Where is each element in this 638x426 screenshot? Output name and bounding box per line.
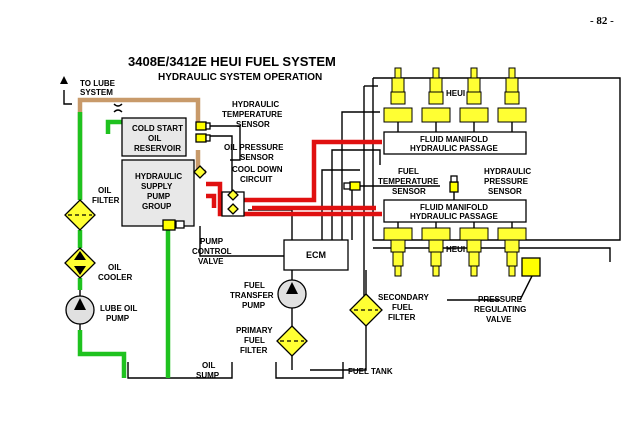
to-lube-label-2: SYSTEM [80, 88, 113, 97]
heui-injector-bottom [459, 222, 489, 277]
secondary-fuel-filter [349, 293, 383, 327]
manifold-bot-label-2: HYDRAULIC PASSAGE [410, 212, 499, 221]
fuel-temp-label-3: SENSOR [392, 187, 426, 196]
hyd-supply-label-3: PUMP [147, 192, 171, 201]
hydraulic-temperature-sensor [195, 121, 207, 131]
supply-oil-lines [77, 112, 171, 378]
check-valve-upper [227, 189, 239, 201]
hyd-press-connector [450, 175, 458, 183]
regulating-label-1: PRESSURE [478, 295, 523, 304]
orifice-icon [113, 103, 123, 113]
hyd-temp-label-2: TEMPERATURE [222, 110, 283, 119]
hyd-temp-connector [205, 122, 211, 130]
heui-injectors-top [383, 67, 527, 132]
heui-top-label: HEUI [446, 89, 465, 98]
cold-start-label-1: COLD START [132, 124, 183, 133]
regulating-label-2: REGULATING [474, 305, 526, 314]
manifold-top-label-1: FLUID MANIFOLD [420, 135, 488, 144]
heui-injector-bottom [421, 222, 451, 277]
heui-injector-bottom [497, 222, 527, 277]
diagram-subtitle: HYDRAULIC SYSTEM OPERATION [158, 72, 322, 83]
cool-down-valve [193, 165, 207, 179]
cold-start-oil-reservoir [121, 117, 187, 157]
hyd-press-label-2: PRESSURE [484, 177, 529, 186]
to-lube-label-1: TO LUBE [80, 79, 116, 88]
fuel-transfer-label-3: PUMP [242, 301, 266, 310]
secondary-label-1: SECONDARY [378, 293, 429, 302]
cold-start-label-2: OIL [148, 134, 161, 143]
pump-ctrl-label-2: CONTROL [192, 247, 232, 256]
manifold-bot-label-1: FLUID MANIFOLD [420, 203, 488, 212]
oil-cooler-label-2: COOLER [98, 273, 132, 282]
secondary-label-2: FUEL [392, 303, 413, 312]
cool-down-label-1: COOL DOWN [232, 165, 283, 174]
hyd-press-label-3: SENSOR [488, 187, 522, 196]
heui-injector-top [497, 67, 527, 132]
lube-pump-label-1: LUBE OIL [100, 304, 137, 313]
oil-filter-label-1: OIL [98, 186, 111, 195]
hyd-supply-label-1: HYDRAULIC [135, 172, 182, 181]
oil-cooler-arrow-down-icon [74, 266, 86, 275]
heui-injector-bottom [383, 222, 413, 277]
fuel-transfer-label-2: TRANSFER [230, 291, 274, 300]
heui-injectors-bottom [383, 222, 527, 277]
pump-ctrl-label-3: VALVE [198, 257, 224, 266]
ecm-label: ECM [306, 250, 326, 260]
lube-pump-label-2: PUMP [106, 314, 130, 323]
regulating-label-3: VALVE [486, 315, 512, 324]
fuel-transfer-label-1: FUEL [244, 281, 265, 290]
fluid-manifold-bottom [383, 199, 527, 223]
hyd-temp-label-1: HYDRAULIC [232, 100, 279, 109]
diagram-title: 3408E/3412E HEUI FUEL SYSTEM [128, 54, 336, 69]
fluid-manifold-top [383, 131, 527, 155]
hyd-temp-label-3: SENSOR [236, 120, 270, 129]
fuel-temp-label-1: FUEL [398, 167, 419, 176]
pump-control-connector [175, 220, 185, 229]
fuel-temperature-sensor [349, 181, 361, 191]
primary-filter-label-2: FUEL [244, 336, 265, 345]
oil-cooler-label-1: OIL [108, 263, 121, 272]
oil-sump-label-2: SUMP [196, 371, 220, 380]
to-lube-arrow-icon [60, 76, 68, 84]
hyd-supply-label-2: SUPPLY [141, 182, 173, 191]
cold-start-label-3: RESERVOIR [134, 144, 181, 153]
fuel-temp-connector [343, 182, 351, 190]
ecm-module [283, 239, 349, 271]
hydraulic-supply-pump-group [121, 159, 195, 227]
oil-press-label-1: OIL PRESSURE [224, 143, 284, 152]
lube-pump-arrow-icon [74, 298, 86, 310]
hydraulic-pressure-sensor [449, 181, 459, 193]
fuel-circuit-lines [63, 77, 621, 379]
primary-filter-label-1: PRIMARY [236, 326, 273, 335]
oil-cooler-arrow-icon [74, 251, 86, 260]
oil-filter-label-2: FILTER [92, 196, 120, 205]
cool-down-label-2: CIRCUIT [240, 175, 273, 184]
oil-press-label-2: SENSOR [240, 153, 274, 162]
hyd-press-label-1: HYDRAULIC [484, 167, 531, 176]
fuel-pump-arrow-icon [286, 282, 298, 294]
oil-sump-label-1: OIL [202, 361, 215, 370]
fuel-temp-label-2: TEMPERATURE [378, 177, 439, 186]
pump-control-valve [162, 219, 176, 231]
check-valve-lower [227, 203, 239, 215]
primary-filter-label-3: FILTER [240, 346, 268, 355]
heui-injector-top [421, 67, 451, 132]
pressure-regulating-valve [521, 257, 541, 277]
primary-fuel-filter [276, 325, 308, 357]
secondary-label-3: FILTER [388, 313, 416, 322]
oil-pressure-sensor [195, 133, 207, 143]
page-number: - 82 - [590, 15, 614, 27]
heui-injector-top [459, 67, 489, 132]
pump-ctrl-label-1: PUMP [200, 237, 224, 246]
oil-filter [64, 199, 96, 231]
heui-bottom-label: HEUI [446, 245, 465, 254]
fuel-tank-label: FUEL TANK [348, 367, 393, 376]
oil-press-connector [205, 134, 211, 142]
hyd-supply-label-4: GROUP [142, 202, 172, 211]
manifold-top-label-2: HYDRAULIC PASSAGE [410, 144, 499, 153]
heui-injector-top [383, 67, 413, 132]
oil-cooler [64, 247, 96, 279]
